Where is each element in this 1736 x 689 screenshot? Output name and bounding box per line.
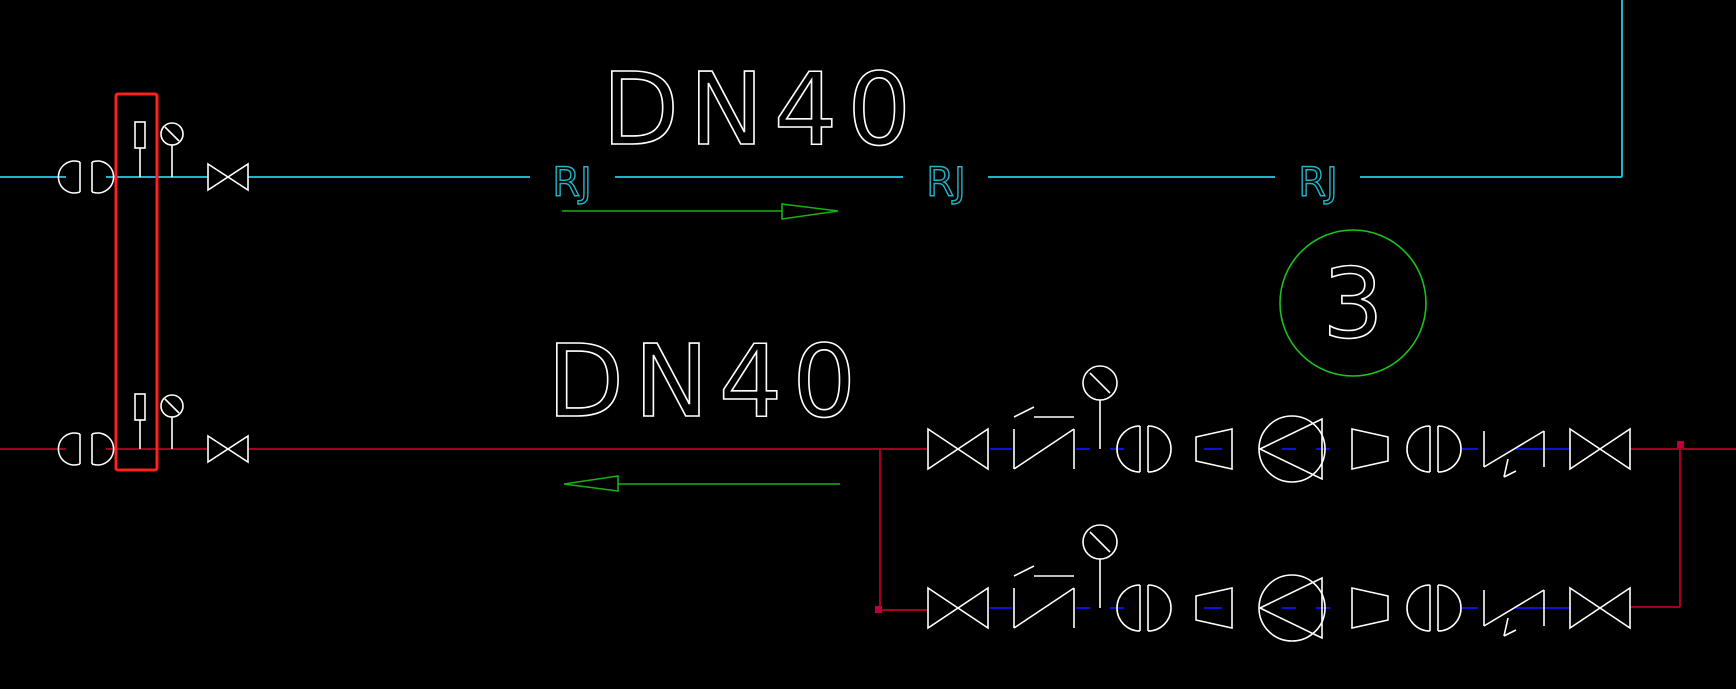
equipment-tag: 3 xyxy=(1279,229,1427,377)
return-pipe xyxy=(0,444,1736,611)
pump-branch-2 xyxy=(927,524,1631,642)
strainer-icon xyxy=(1483,430,1545,478)
check-valve-icon xyxy=(1013,406,1075,470)
flexible-joint-icon xyxy=(1406,425,1462,473)
flexible-joint-icon xyxy=(57,432,115,466)
reducer-icon xyxy=(1195,587,1233,629)
pipe-tag-rj-1: RJ xyxy=(552,160,592,206)
pressure-gauge-icon xyxy=(160,122,184,177)
strainer-icon xyxy=(1483,589,1545,637)
flexible-joint-icon xyxy=(1116,425,1172,473)
flexible-joint-icon xyxy=(57,160,115,194)
supply-size-label: DN40 xyxy=(602,51,921,168)
reducer-icon xyxy=(1351,428,1389,470)
gate-valve-icon xyxy=(207,434,249,464)
flexible-joint-icon xyxy=(1406,584,1462,632)
supply-pipe xyxy=(0,0,1623,178)
reducer-icon xyxy=(1351,587,1389,629)
gate-valve-icon xyxy=(1569,586,1631,630)
pressure-gauge-icon xyxy=(1082,524,1118,608)
equipment-tag-circle xyxy=(1279,229,1427,377)
return-flow-arrow-icon xyxy=(563,475,840,492)
gate-valve-icon xyxy=(927,427,989,471)
thermometer-icon xyxy=(134,393,146,449)
supply-flow-arrow-icon xyxy=(562,203,839,220)
pump-icon xyxy=(1258,574,1326,642)
return-node-right xyxy=(1677,441,1684,448)
thermometer-icon xyxy=(134,121,146,177)
gate-valve-icon xyxy=(1569,427,1631,471)
pressure-gauge-icon xyxy=(1082,365,1118,449)
branch-symbols xyxy=(927,524,1631,642)
reducer-icon xyxy=(1195,428,1233,470)
pipe-tag-rj-3: RJ xyxy=(1298,160,1338,206)
pipe-tag-rj-2: RJ xyxy=(926,160,966,206)
flexible-joint-icon xyxy=(1116,584,1172,632)
return-node-left xyxy=(875,606,882,613)
pump-branch-1 xyxy=(927,365,1631,483)
pressure-gauge-icon xyxy=(160,394,184,449)
equipment-tag-number: 3 xyxy=(1322,248,1383,360)
check-valve-icon xyxy=(1013,565,1075,629)
return-size-label: DN40 xyxy=(547,323,866,440)
pump-branches xyxy=(927,365,1631,642)
gate-valve-icon xyxy=(207,162,249,192)
pump-icon xyxy=(1258,415,1326,483)
selection-highlight[interactable] xyxy=(114,92,159,472)
branch-symbols xyxy=(927,365,1631,483)
gate-valve-icon xyxy=(927,586,989,630)
